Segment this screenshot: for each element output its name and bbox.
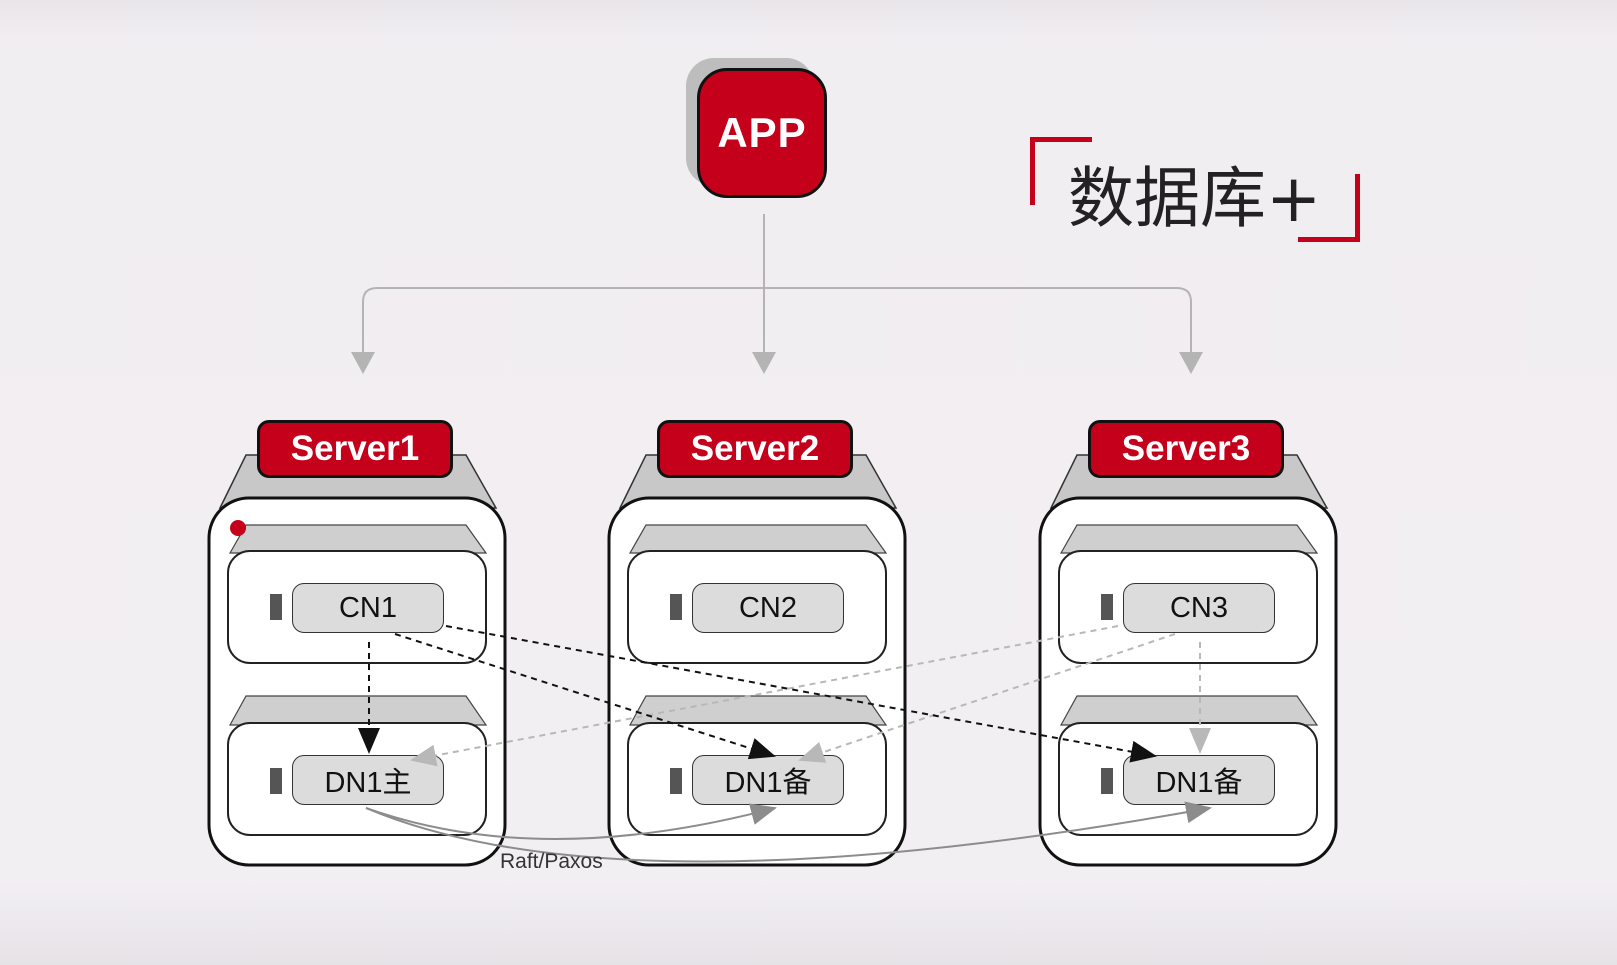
status-dot [230, 520, 246, 536]
server2-label: Server2 [657, 420, 853, 478]
replication-label: Raft/Paxos [500, 850, 603, 873]
app-distribution-lines [362, 214, 1192, 355]
server1-label: Server1 [257, 420, 453, 478]
dn1-primary-node: DN1主 [292, 755, 444, 805]
brand-title: 数据库+ [1030, 137, 1360, 242]
app-distribution-arrowheads [351, 352, 1203, 374]
dn2-indicator [670, 768, 682, 794]
brand-text: 数据库+ [1068, 160, 1322, 237]
cn2-indicator [670, 594, 682, 620]
app-label: APP [717, 109, 807, 156]
cn3-node: CN3 [1123, 583, 1275, 633]
dn3-indicator [1101, 768, 1113, 794]
app-node: APP [697, 68, 827, 198]
dn1-standby-node-server3: DN1备 [1123, 755, 1275, 805]
cn1-indicator [270, 594, 282, 620]
cn3-indicator [1101, 594, 1113, 620]
cn2-node: CN2 [692, 583, 844, 633]
bracket-top-left [1030, 137, 1092, 205]
server3-label: Server3 [1088, 420, 1284, 478]
bracket-bottom-right [1298, 174, 1360, 242]
cn1-node: CN1 [292, 583, 444, 633]
dn1-standby-node-server2: DN1备 [692, 755, 844, 805]
dn1-indicator [270, 768, 282, 794]
